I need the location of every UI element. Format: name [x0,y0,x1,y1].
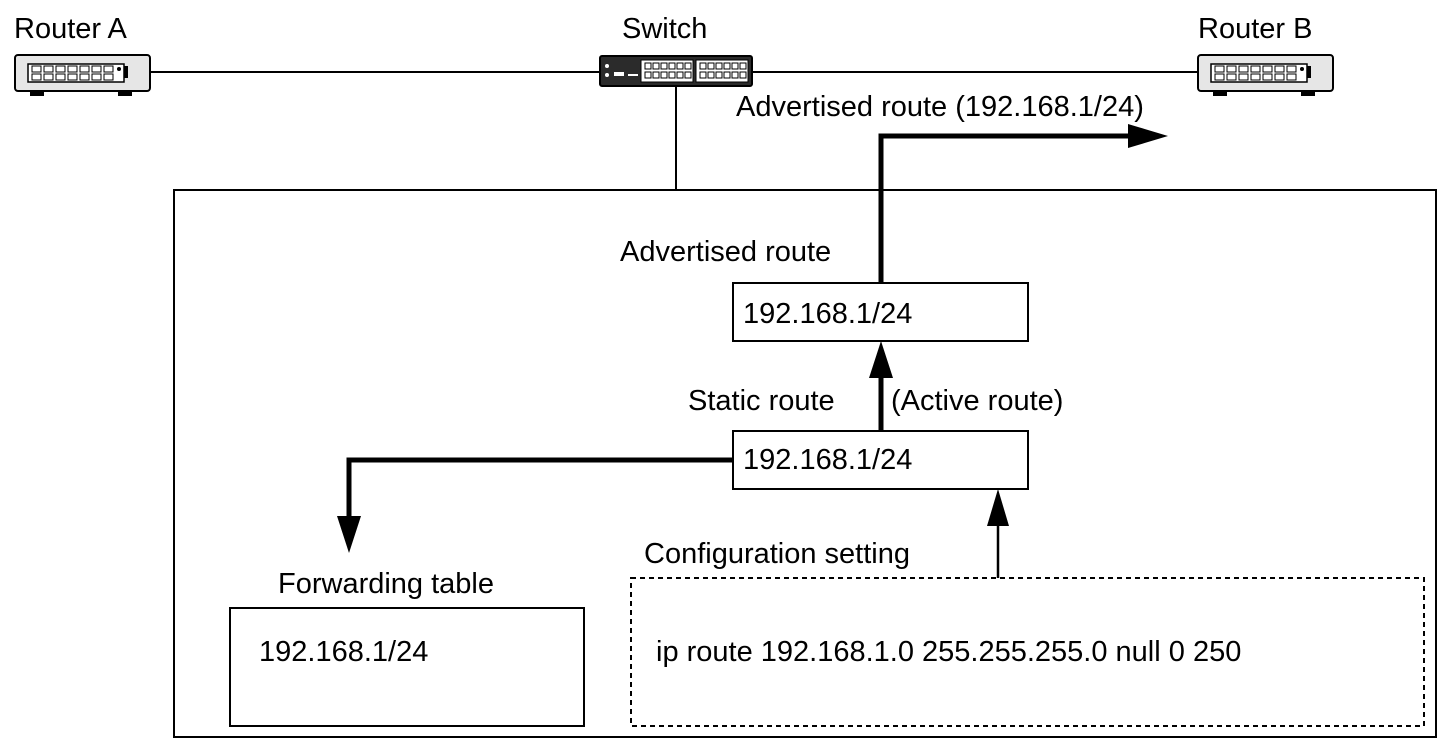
static-route-box [732,430,1029,490]
config-label: Configuration setting [644,538,910,570]
switch-label: Switch [622,13,707,45]
advertised-route-value: 192.168.1/24 [743,298,912,330]
arrow-static-to-forwarding [346,457,733,516]
config-box [630,577,1425,727]
active-route-note: (Active route) [891,385,1063,417]
static-route-value: 192.168.1/24 [743,444,912,476]
arrowhead-static-to-forwarding [337,516,361,553]
router-b-label: Router B [1198,13,1312,45]
advertised-route-label: Advertised route [620,236,831,268]
config-command: ip route 192.168.1.0 255.255.255.0 null … [656,636,1241,668]
static-route-label: Static route [688,385,835,417]
switch-icon [599,55,753,87]
router-a-label: Router A [14,13,127,45]
router-b-icon [1197,54,1334,96]
advertised-to-b-label: Advertised route (192.168.1/24) [736,91,1144,123]
forwarding-table-value: 192.168.1/24 [259,636,428,668]
advertised-arrow-to-router-b [878,133,1128,282]
arrowhead-static-to-advertised [869,341,893,378]
forwarding-table-label: Forwarding table [278,568,494,600]
arrowhead-to-router-b [1128,124,1168,148]
router-a-icon [14,54,151,96]
advertised-route-box [732,282,1029,342]
router-internals-box [173,189,1437,738]
arrowhead-config-to-static [987,489,1009,526]
forwarding-table-box [229,607,585,727]
